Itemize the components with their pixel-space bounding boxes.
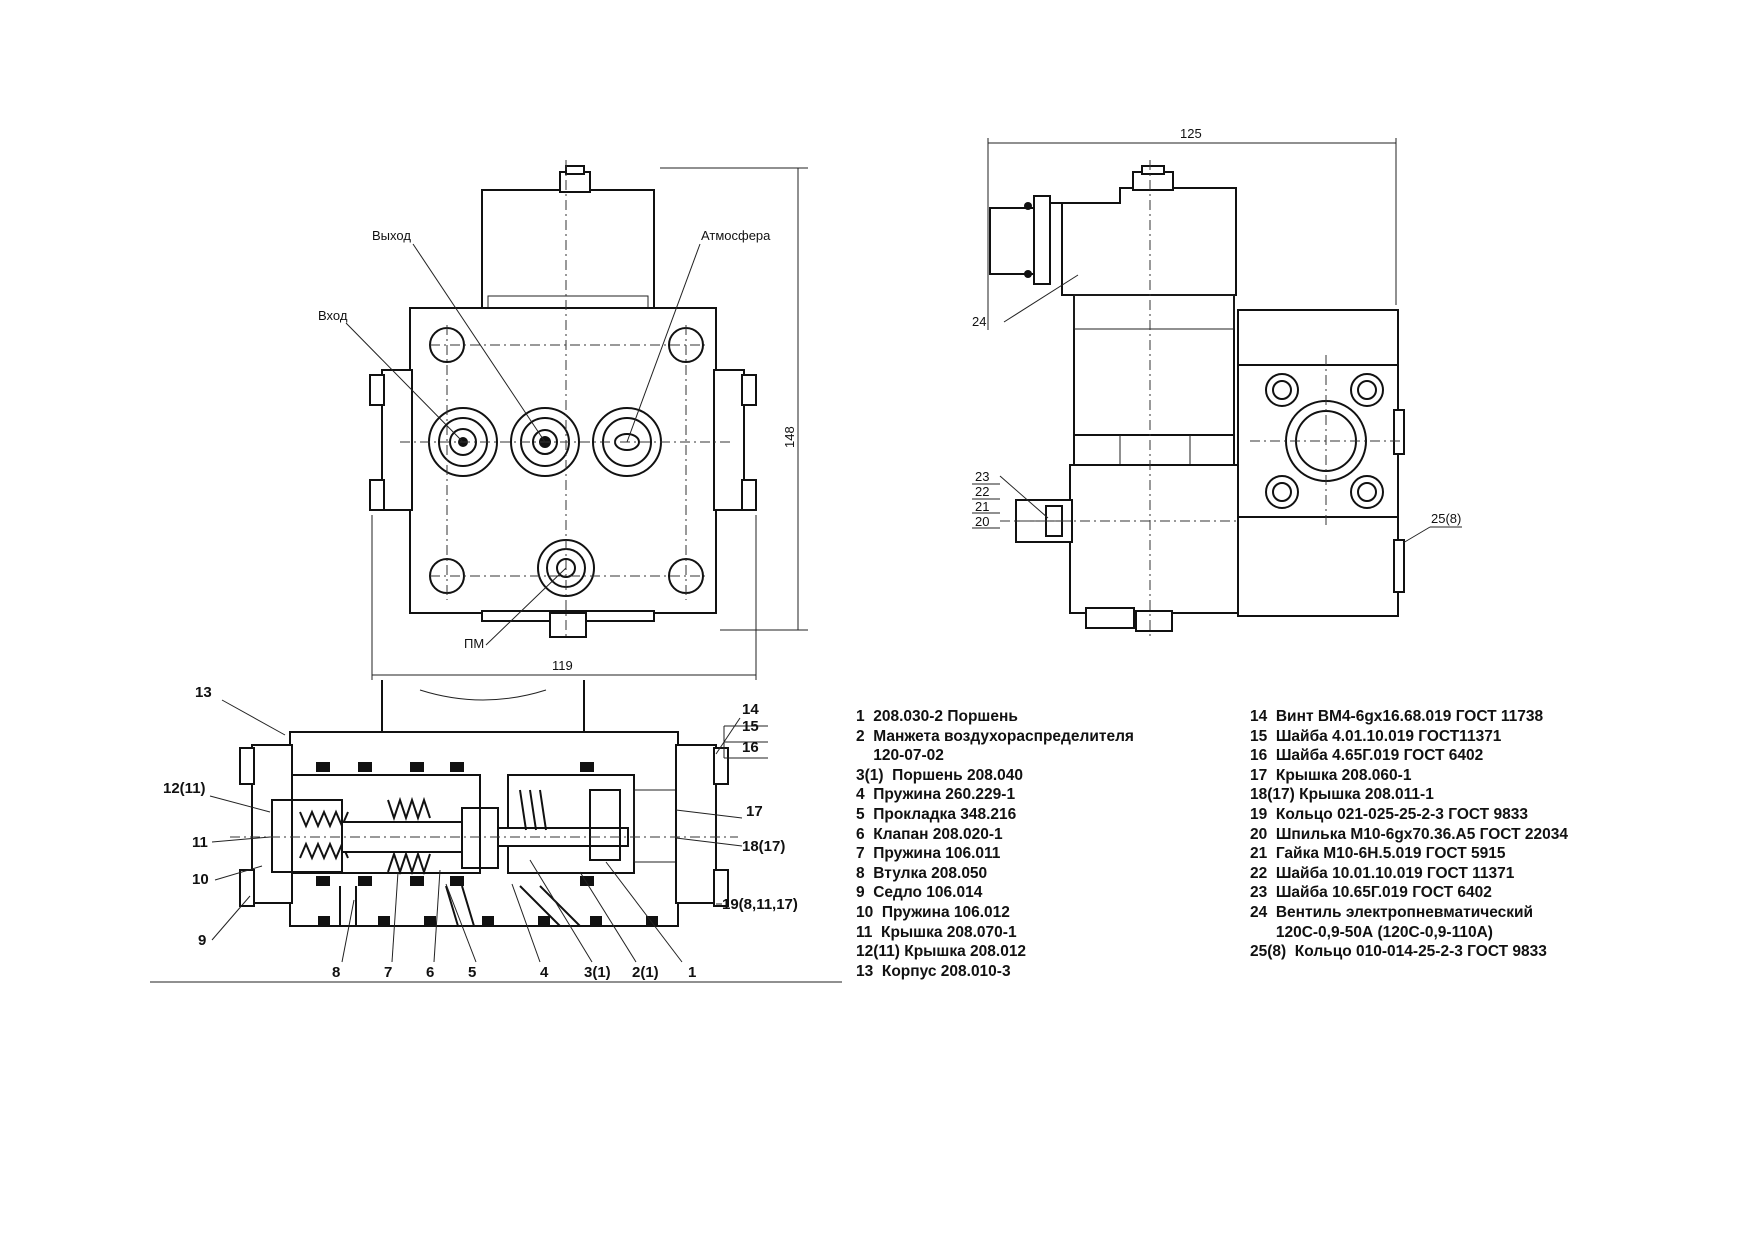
- parts-list-left: 1 208.030-2 Поршень 2 Манжета воздухорас…: [856, 707, 1134, 981]
- parts-list-item: 9 Седло 106.014: [856, 884, 983, 902]
- parts-list-item: 120С-0,9-50А (120С-0,9-110А): [1250, 923, 1493, 941]
- front-view: Выход Атмосфера Вход ПМ 148 119: [318, 160, 808, 680]
- callout-bottom-3: 3(1): [584, 964, 611, 981]
- callout-13: 13: [195, 684, 212, 701]
- callout-10: 10: [192, 871, 209, 888]
- parts-list-item: 11 Крышка 208.070-1: [856, 923, 1017, 941]
- parts-list-item: 3(1) Поршень 208.040: [856, 766, 1024, 784]
- parts-list-item: 21 Гайка М10-6Н.5.019 ГОСТ 5915: [1250, 845, 1506, 863]
- callout-20: 20: [975, 514, 989, 529]
- callout-bottom-2: 2(1): [632, 964, 659, 981]
- section-piston-rod: [341, 821, 463, 853]
- parts-list-item: 14 Винт ВМ4-6gх16.68.019 ГОСТ 11738: [1250, 708, 1544, 725]
- dim-125: 125: [1180, 126, 1202, 141]
- side-lower-block: [1069, 464, 1239, 614]
- parts-list-item: 20 Шпилька М10-6gх70.36.А5 ГОСТ 22034: [1250, 825, 1568, 843]
- callout-bottom-8: 8: [332, 964, 340, 981]
- parts-list-item: 7 Пружина 106.011: [856, 845, 1001, 863]
- front-left-cover: [381, 369, 413, 511]
- dim-119: 119: [552, 658, 573, 673]
- parts-list-item: 120-07-02: [856, 747, 944, 765]
- section-view: 13 12(11) 11 10 9 14 15 16 17 18(17) 19(…: [150, 680, 842, 983]
- parts-list-item: 18(17) Крышка 208.011-1: [1250, 786, 1434, 804]
- parts-list-item: 1 208.030-2 Поршень: [856, 708, 1018, 725]
- side-ring: [1393, 539, 1405, 593]
- callout-bottom-4: 4: [540, 964, 549, 981]
- parts-list-item: 13 Корпус 208.010-3: [856, 962, 1011, 980]
- callout-11: 11: [192, 834, 208, 851]
- front-body: [409, 307, 717, 614]
- parts-list-item: 4 Пружина 260.229-1: [856, 786, 1016, 804]
- callout-21: 21: [975, 499, 989, 514]
- callout-19: 19(8,11,17): [722, 896, 798, 913]
- callout-23: 23: [975, 469, 989, 484]
- callout-bottom-5: 5: [468, 964, 476, 981]
- parts-list-item: 23 Шайба 10.65Г.019 ГОСТ 6402: [1250, 884, 1492, 902]
- callout-22: 22: [975, 484, 989, 499]
- callout-18-17: 18(17): [742, 838, 785, 855]
- front-right-cover: [713, 369, 745, 511]
- callout-17: 17: [746, 803, 763, 820]
- callout-bottom-1: 1: [688, 964, 696, 981]
- parts-list-item: 17 Крышка 208.060-1: [1250, 766, 1412, 784]
- parts-list-item: 25(8) Кольцо 010-014-25-2-3 ГОСТ 9833: [1250, 943, 1547, 961]
- side-solenoid-body: [1073, 294, 1235, 436]
- callout-24: 24: [972, 314, 986, 329]
- o-rings: [316, 762, 658, 926]
- parts-list-item: 15 Шайба 4.01.10.019 ГОСТ11371: [1250, 727, 1502, 745]
- parts-list-item: 8 Втулка 208.050: [856, 864, 988, 882]
- parts-list-item: 16 Шайба 4.65Г.019 ГОСТ 6402: [1250, 747, 1484, 765]
- parts-list-item: 12(11) Крышка 208.012: [856, 943, 1027, 961]
- label-atmosfera: Атмосфера: [701, 228, 771, 243]
- parts-list-item: 5 Прокладка 348.216: [856, 805, 1017, 823]
- label-pm: ПМ: [464, 636, 484, 651]
- callout-14: 14: [742, 701, 759, 718]
- callout-15: 15: [742, 718, 759, 735]
- label-vykhod: Выход: [372, 228, 411, 243]
- parts-list-right: 14 Винт ВМ4-6gх16.68.019 ГОСТ 11738 15 Ш…: [1250, 707, 1568, 962]
- section-right-cover: [675, 744, 717, 904]
- side-view: 125: [972, 126, 1462, 640]
- parts-list-item: 6 Клапан 208.020-1: [856, 825, 1003, 843]
- dim-148: 148: [782, 426, 797, 448]
- front-solenoid: [481, 189, 655, 309]
- parts-list-item: 19 Кольцо 021-025-25-2-3 ГОСТ 9833: [1250, 805, 1528, 823]
- parts-list-item: 22 Шайба 10.01.10.019 ГОСТ 11371: [1250, 864, 1515, 882]
- callout-bottom-7: 7: [384, 964, 392, 981]
- parts-list-item: 2 Манжета воздухораспределителя: [856, 727, 1134, 745]
- callout-bottom-6: 6: [426, 964, 434, 981]
- callout-9: 9: [198, 932, 206, 949]
- callout-12-11: 12(11): [163, 780, 206, 797]
- front-bottom-nut: [549, 612, 587, 638]
- callout-16: 16: [742, 739, 759, 756]
- parts-list-item: 10 Пружина 106.012: [856, 903, 1010, 921]
- side-solenoid-head: [1046, 187, 1237, 296]
- parts-list-item: 24 Вентиль электропневматический: [1250, 903, 1534, 921]
- callout-25: 25(8): [1431, 511, 1461, 526]
- label-vkhod: Вход: [318, 308, 348, 323]
